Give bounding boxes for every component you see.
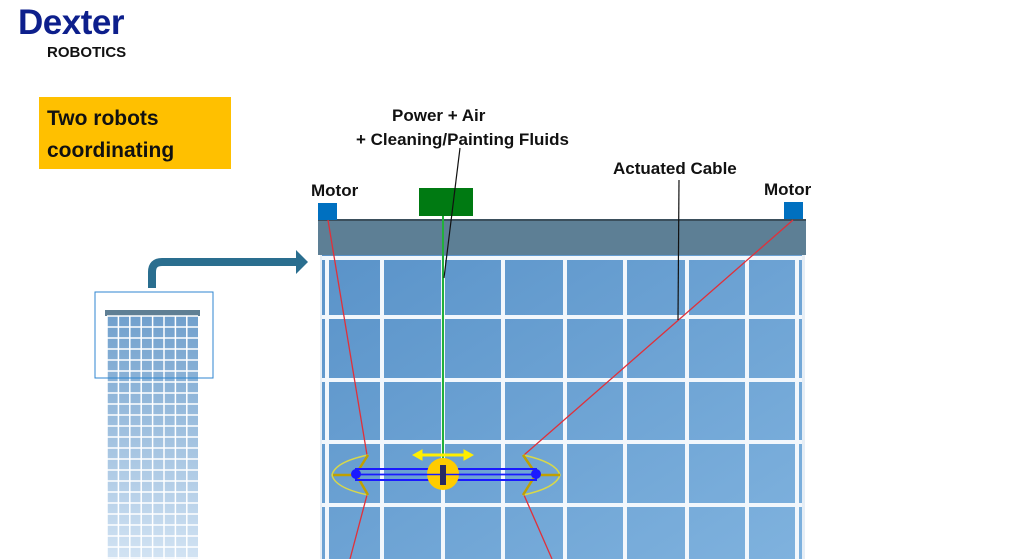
robot-left [351,469,361,479]
logo-robotics: ROBOTICS [47,44,127,61]
callout-cable [677,179,680,321]
label-actuated-cable: Actuated Cable [613,159,737,178]
label-fluids: + Cleaning/Painting Fluids [356,130,569,149]
supply-unit [419,188,473,216]
zoom-region-box [94,291,214,379]
label-power: Power + Air [392,106,486,125]
actuated-cables [327,219,794,559]
logo-dexter: Dexter [18,3,124,42]
label-motor-right: Motor [764,180,812,199]
motor-left [318,203,337,220]
motor-right [784,202,803,219]
move-arrow-icon [411,449,475,461]
badge-line-1: Two robots [47,107,159,130]
zoom-arrow [148,258,298,288]
arrow-head-icon [296,250,308,274]
robot-assembly [331,449,561,496]
small-building [105,310,200,559]
building-facade [318,219,806,559]
badge-line-2: coordinating [47,139,175,162]
callout-power [443,147,461,279]
robot-right [531,469,541,479]
title-badge: Two robots coordinating [39,97,231,169]
label-motor-left: Motor [311,181,359,200]
